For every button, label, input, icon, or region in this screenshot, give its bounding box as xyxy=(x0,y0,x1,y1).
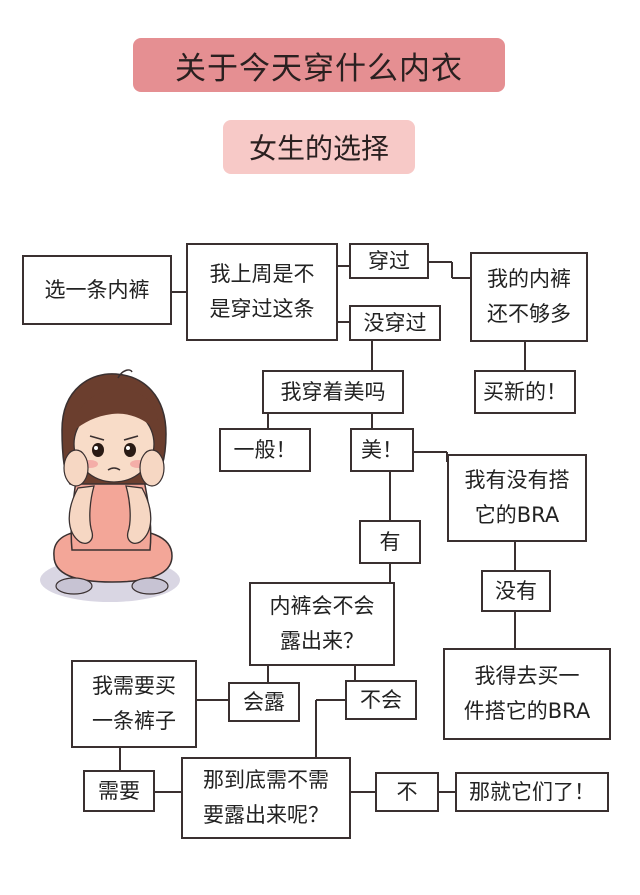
node-matching-bra: 我有没有搭 它的BRA xyxy=(447,454,587,542)
node-not-enough-underwear: 我的内裤 还不够多 xyxy=(470,252,588,342)
node-buy-bra: 我得去买一 件搭它的BRA xyxy=(443,648,611,740)
node-no: 不 xyxy=(375,772,439,812)
node-so-so: 一般！ xyxy=(219,428,311,472)
node-wore: 穿过 xyxy=(349,243,429,279)
node-buy-new: 买新的！ xyxy=(474,370,576,414)
node-will-show: 内裤会不会 露出来？ xyxy=(249,582,395,666)
node-wore-last-week: 我上周是不 是穿过这条 xyxy=(186,243,338,341)
node-look-good: 我穿着美吗 xyxy=(262,370,404,414)
worried-girl-illustration xyxy=(32,360,192,620)
node-need-show: 那到底需不需 要露出来呢？ xyxy=(181,757,351,839)
node-shows: 会露 xyxy=(228,682,300,722)
node-dont-have: 没有 xyxy=(481,570,551,612)
node-need-pants: 我需要买 一条裤子 xyxy=(71,660,197,748)
node-pick-underwear: 选一条内裤 xyxy=(22,255,172,325)
node-pretty: 美！ xyxy=(350,428,414,472)
node-not-wore: 没穿过 xyxy=(349,305,441,341)
node-these-ones: 那就它们了！ xyxy=(455,772,609,812)
node-wont-show: 不会 xyxy=(345,680,417,720)
node-have: 有 xyxy=(359,520,421,564)
node-need: 需要 xyxy=(83,770,155,812)
